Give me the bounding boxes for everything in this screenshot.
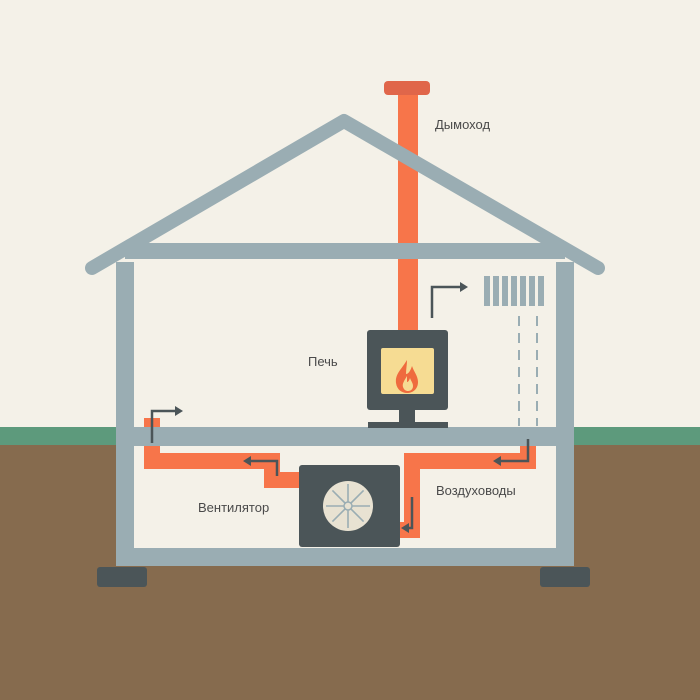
foundation-foot-left [97,567,147,587]
floor-beam-left-cap [116,427,166,446]
flow-arrow-icon [150,409,176,443]
flow-arrow-head [401,523,409,533]
flow-arrow-head [493,456,501,466]
label-ducts: Воздуховоды [436,483,516,498]
flow-arrow-icon [500,439,530,463]
roof [85,114,605,275]
fan-icon [323,481,373,531]
stove-window [381,348,434,394]
flow-arrow-head [175,406,183,416]
floor-beam [134,427,556,446]
ceiling-beam [125,243,565,259]
flow-arrow-icon [430,285,461,318]
flow-arrow-head [460,282,468,292]
foundation-sill [116,548,574,566]
foundation-foot-right [540,567,590,587]
flow-arrow-icon [250,459,279,476]
flow-arrow-head [243,456,251,466]
chimney-pipe [398,92,418,342]
left-wall [116,262,134,566]
label-chimney: Дымоход [435,117,490,132]
stove-leg [399,409,415,426]
chimney-cap [384,81,430,95]
label-fan: Вентилятор [198,500,269,515]
stove-base [368,422,448,428]
flow-arrow-icon [408,497,414,530]
fire-inner [402,376,413,391]
label-stove: Печь [308,354,338,369]
right-wall [556,262,574,566]
radiator-icon [484,276,544,306]
